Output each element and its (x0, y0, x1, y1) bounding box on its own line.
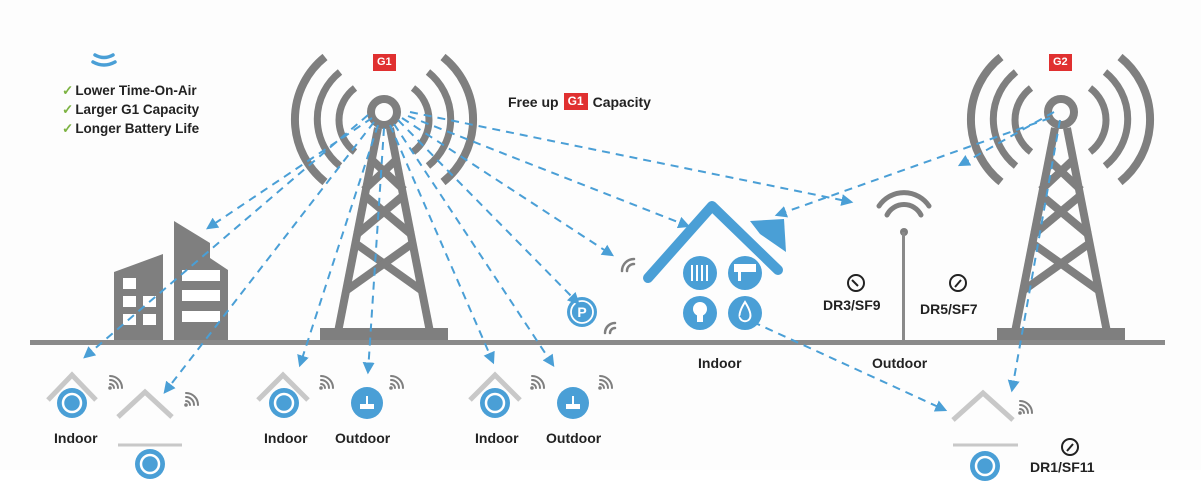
uplink-arrow (297, 124, 379, 368)
benefit-item: ✓Lower Time-On-Air (62, 83, 197, 98)
gateway-tower-g1 (290, 53, 478, 340)
uplink-arrow (401, 117, 615, 257)
check-icon: ✓ (62, 121, 74, 136)
wifi-signal-icon (1018, 400, 1033, 415)
water-drop-icon (728, 296, 762, 330)
signal-waves-icon (91, 53, 117, 67)
headline: Free up G1 Capacity (508, 93, 651, 110)
device-label: Indoor (264, 430, 308, 446)
gateway-badge-g2: G2 (1049, 54, 1072, 71)
zone-label-indoor: Indoor (698, 355, 742, 371)
uplink-arrow (1007, 119, 1061, 393)
device-outdoor-1 (351, 387, 383, 419)
benefit-item: ✓Longer Battery Life (62, 121, 200, 136)
uplink-arrow (206, 117, 373, 230)
radiator-icon (683, 256, 717, 290)
uplink-arrow (362, 127, 385, 375)
device-indoor-4 (468, 371, 522, 418)
data-rate-label: DR1/SF11 (1030, 459, 1095, 475)
benefit-item: ✓Larger G1 Capacity (62, 102, 200, 117)
parking-sensor-icon: P (567, 297, 597, 327)
data-rate-label: DR5/SF7 (920, 301, 978, 317)
gauge-icon (847, 274, 865, 292)
wifi-signal-icon (530, 375, 545, 390)
uplink-arrow (739, 315, 948, 412)
uplink-arrow (393, 123, 555, 368)
uplink-arrow (163, 121, 375, 394)
uplink-arrow (774, 117, 1051, 218)
device-remote-indoor (951, 389, 1018, 481)
benefits-list: ✓Lower Time-On-Air ✓Larger G1 Capacity ✓… (62, 81, 199, 138)
device-label: Outdoor (335, 430, 391, 446)
wifi-signal-icon (620, 257, 636, 273)
data-rate-label: DR3/SF9 (823, 297, 881, 313)
wifi-signal-icon (598, 375, 613, 390)
svg-text:P: P (577, 304, 586, 320)
wifi-signal-icon (389, 375, 404, 390)
device-label: Indoor (475, 430, 519, 446)
gauge-icon (1061, 438, 1079, 456)
device-label: Indoor (54, 430, 98, 446)
wifi-signal-icon (603, 321, 617, 335)
headline-badge: G1 (563, 93, 588, 110)
gateway-badge-g1: G1 (373, 54, 396, 71)
check-icon: ✓ (62, 83, 74, 98)
device-label: Outdoor (546, 430, 602, 446)
zone-label-outdoor: Outdoor (872, 355, 928, 371)
wifi-signal-icon (184, 392, 199, 407)
smart-home-icon (643, 201, 786, 330)
device-indoor-2 (116, 388, 182, 479)
cctv-camera-icon (728, 256, 762, 290)
uplink-arrow (409, 111, 854, 206)
gateway-tower-g2 (966, 53, 1155, 340)
device-outdoor-2 (557, 387, 589, 419)
uplink-arrow (397, 119, 580, 305)
ground-line (30, 340, 1165, 345)
outdoor-wifi-pole (876, 190, 932, 340)
uplink-arrow (957, 111, 1055, 167)
uplink-arrow (83, 114, 369, 359)
wifi-signal-icon (319, 375, 334, 390)
device-indoor-1 (46, 371, 98, 418)
light-bulb-icon (683, 296, 717, 330)
diagram-canvas (0, 0, 1201, 470)
building-icon (114, 221, 228, 340)
uplink-arrow (389, 124, 495, 365)
check-icon: ✓ (62, 102, 74, 117)
wifi-signal-icon (108, 375, 123, 390)
gauge-icon (949, 274, 967, 292)
device-indoor-3 (256, 371, 310, 418)
